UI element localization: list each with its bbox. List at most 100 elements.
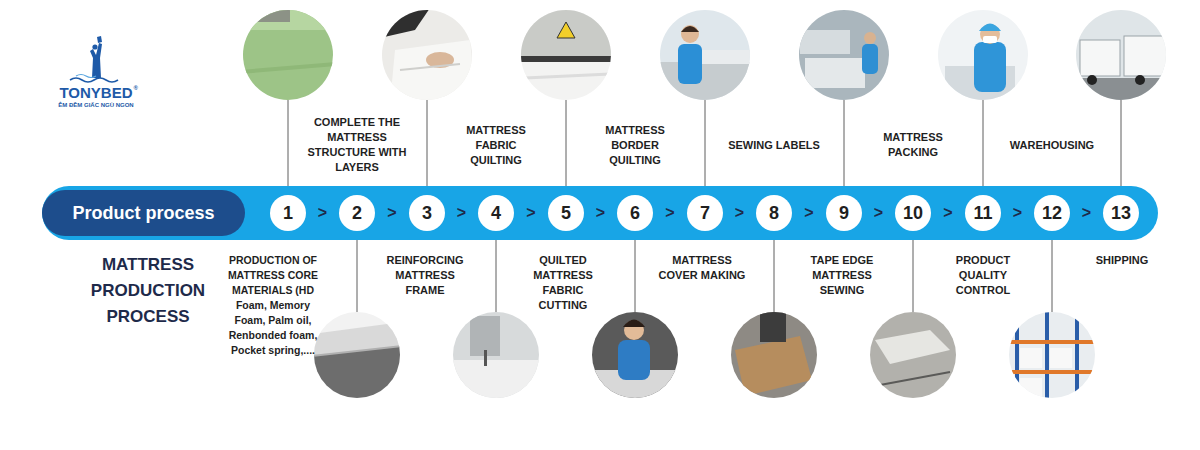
step-label: TAPE EDGE MATTRESS SEWING bbox=[802, 253, 882, 298]
step-chevron: > bbox=[804, 204, 813, 222]
photo-tape-edge bbox=[868, 310, 958, 400]
pill-text: Product process bbox=[72, 203, 214, 224]
illustration-shape bbox=[496, 234, 497, 312]
illustration-shape bbox=[525, 74, 610, 78]
illustration-shape bbox=[1007, 370, 1097, 374]
step-number: 10 bbox=[903, 203, 923, 224]
timeline-bar bbox=[42, 186, 1158, 240]
illustration-shape bbox=[1074, 8, 1170, 104]
photo-warehousing bbox=[1074, 8, 1170, 104]
logo-mark: ® bbox=[134, 85, 138, 91]
illustration-shape bbox=[97, 36, 102, 43]
illustration-shape bbox=[519, 8, 615, 104]
step-circle: 8 bbox=[756, 195, 792, 231]
step-number: 9 bbox=[839, 203, 849, 224]
step-label: WAREHOUSING bbox=[997, 138, 1107, 153]
step-number: 7 bbox=[700, 203, 710, 224]
illustration-shape bbox=[1020, 348, 1042, 368]
illustration-shape bbox=[983, 36, 997, 43]
photo-core-materials bbox=[240, 8, 336, 104]
illustration-shape bbox=[357, 234, 358, 312]
step-circle: 2 bbox=[339, 195, 375, 231]
illustration-shape bbox=[400, 64, 460, 70]
illustration-shape bbox=[1080, 40, 1120, 76]
illustration-shape bbox=[1007, 310, 1097, 400]
illustration-shape bbox=[451, 310, 541, 400]
step-chevron: > bbox=[1082, 204, 1091, 222]
step-chevron: > bbox=[1013, 204, 1022, 222]
illustration-shape bbox=[1007, 340, 1097, 344]
illustration-shape bbox=[760, 312, 786, 342]
illustration-shape bbox=[312, 346, 402, 400]
step-circle: 5 bbox=[548, 195, 584, 231]
illustration-shape bbox=[380, 8, 430, 38]
diagram-title: MATTRESS PRODUCTION PROCESS bbox=[80, 252, 216, 330]
step-label: SEWING LABELS bbox=[719, 138, 829, 153]
illustration-shape bbox=[312, 346, 402, 356]
step-circle: 6 bbox=[617, 195, 653, 231]
illustration-shape bbox=[557, 22, 575, 38]
photo-quality-control bbox=[1007, 310, 1097, 402]
photo-layers bbox=[380, 8, 476, 104]
illustration-shape bbox=[623, 320, 645, 328]
step-label: PRODUCTION OF MATTRESS CORE MATERIALS (H… bbox=[227, 253, 319, 358]
illustration-shape bbox=[451, 360, 541, 400]
step-label: COMPLETE THE MATTRESS STRUCTURE WITH LAY… bbox=[307, 115, 407, 175]
illustration-shape bbox=[658, 62, 754, 104]
illustration-shape bbox=[735, 336, 812, 396]
step-number: 8 bbox=[769, 203, 779, 224]
step-number: 6 bbox=[630, 203, 640, 224]
logo-tagline: ÊM ĐỀM GIẤC NGỦ NGON bbox=[58, 102, 133, 108]
step-circle: 1 bbox=[270, 195, 306, 231]
illustration-shape bbox=[1015, 312, 1019, 402]
photo-sewing-labels bbox=[797, 8, 893, 104]
step-label: QUILTED MATTRESS FABRIC CUTTING bbox=[523, 253, 603, 313]
illustration-shape bbox=[240, 62, 336, 74]
illustration-shape bbox=[983, 100, 984, 192]
illustration-shape bbox=[1087, 75, 1097, 85]
step-label: MATTRESS PACKING bbox=[873, 130, 953, 160]
illustration-shape bbox=[70, 78, 118, 82]
leader-lines bbox=[288, 100, 1121, 312]
illustration-shape bbox=[913, 234, 914, 312]
illustration-shape bbox=[390, 40, 476, 104]
illustration-shape bbox=[864, 32, 876, 44]
logo-figure bbox=[70, 36, 118, 82]
illustration-shape bbox=[92, 44, 97, 49]
illustration-shape bbox=[484, 350, 487, 366]
step-circle: 3 bbox=[409, 195, 445, 231]
step-number: 12 bbox=[1042, 203, 1062, 224]
illustration-shape bbox=[880, 372, 950, 385]
illustration-shape bbox=[1045, 312, 1049, 402]
step-number: 11 bbox=[973, 203, 992, 224]
step-circle: 11 bbox=[965, 195, 1001, 231]
illustration-shape bbox=[681, 25, 699, 43]
illustration-shape bbox=[288, 100, 289, 192]
step-label: SHIPPING bbox=[1077, 253, 1167, 268]
step-label: MATTRESS COVER MAKING bbox=[652, 253, 752, 283]
step-chevron: > bbox=[596, 204, 605, 222]
illustration-shape bbox=[705, 100, 706, 192]
illustration-shape bbox=[1052, 234, 1053, 312]
illustration-shape bbox=[868, 310, 958, 400]
illustration-shape bbox=[618, 340, 650, 380]
step-chevron: > bbox=[526, 204, 535, 222]
illustration-shape bbox=[797, 8, 893, 104]
photo-fabric-cutting bbox=[590, 310, 680, 400]
step-circle: 7 bbox=[687, 195, 723, 231]
step-number: 5 bbox=[561, 203, 571, 224]
illustration-shape bbox=[936, 8, 1032, 104]
photo-fabric-quilting bbox=[519, 8, 615, 104]
illustration-shape bbox=[681, 26, 699, 32]
illustration-shape bbox=[700, 50, 760, 64]
step-chevron: > bbox=[457, 204, 466, 222]
illustration-shape bbox=[875, 330, 950, 364]
illustration-shape bbox=[800, 30, 850, 54]
illustration-shape bbox=[805, 58, 865, 88]
illustration-shape bbox=[240, 8, 290, 22]
step-number: 2 bbox=[352, 203, 362, 224]
illustration-shape bbox=[844, 100, 845, 192]
step-chevron: > bbox=[874, 204, 883, 222]
step-circle: 9 bbox=[826, 195, 862, 231]
photo-border-quilting bbox=[658, 8, 760, 104]
